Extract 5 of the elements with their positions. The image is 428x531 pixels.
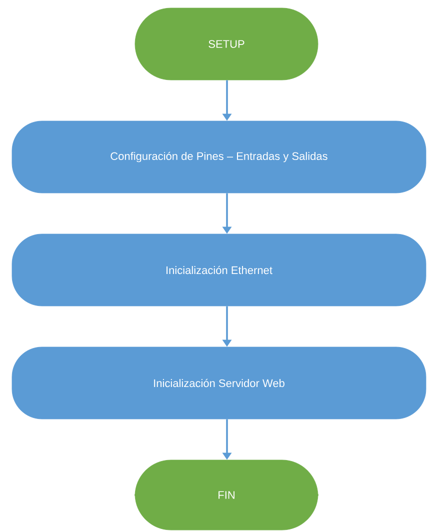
process-box: Configuración de Pines – Entradas y Salidas xyxy=(12,120,426,194)
terminal-box: FIN xyxy=(134,460,318,530)
terminal-box: SETUP xyxy=(134,8,318,80)
process-box: Inicialización Servidor Web xyxy=(12,346,426,420)
process-box: Inicialización Ethernet xyxy=(12,234,426,306)
